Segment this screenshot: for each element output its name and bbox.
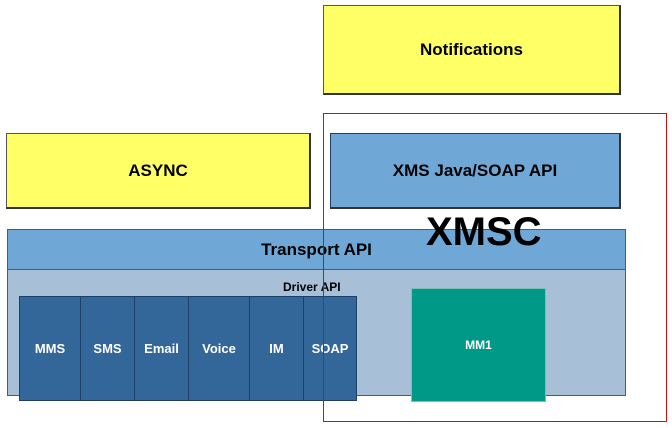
transport-api-band — [7, 229, 626, 270]
driver-im-label: IM — [269, 341, 284, 356]
notifications-box: Notifications — [323, 5, 621, 95]
driver-api-label: Driver API — [283, 280, 341, 294]
notifications-label: Notifications — [420, 39, 523, 59]
driver-email-label: Email — [144, 341, 179, 356]
driver-soap: SOAP — [303, 296, 357, 401]
async-box: ASYNC — [6, 133, 311, 209]
xms-api-box: XMS Java/SOAP API — [330, 133, 621, 209]
xms-api-label: XMS Java/SOAP API — [392, 160, 558, 180]
driver-sms: SMS — [80, 296, 135, 401]
driver-email: Email — [134, 296, 189, 401]
driver-im: IM — [249, 296, 304, 401]
mm1-label: MM1 — [465, 338, 492, 352]
driver-soap-label: SOAP — [311, 341, 349, 356]
xmsc-label: XMSC — [426, 210, 542, 254]
driver-sms-label: SMS — [93, 341, 122, 356]
driver-mms-label: MMS — [34, 341, 66, 356]
mm1-box: MM1 — [411, 288, 546, 402]
driver-voice: Voice — [188, 296, 250, 401]
transport-api-label: Transport API — [261, 239, 372, 259]
driver-voice-label: Voice — [202, 341, 236, 356]
driver-mms: MMS — [19, 296, 81, 401]
async-label: ASYNC — [128, 160, 188, 180]
